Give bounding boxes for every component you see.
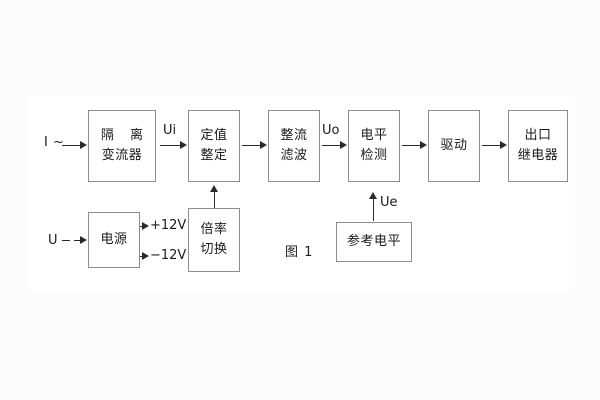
arrowhead-level-to-drive xyxy=(420,141,427,149)
input-current: I ~ xyxy=(44,135,65,150)
wire-ue xyxy=(373,199,374,221)
wire-ui xyxy=(160,145,180,146)
block-label-line: 参考电平 xyxy=(346,233,401,249)
block-label-line: 整定 xyxy=(200,148,228,163)
block-label-line: 定值 xyxy=(200,127,228,143)
signal-ui: Ui xyxy=(163,123,177,138)
block-reference-level: 参考电平 xyxy=(336,222,412,262)
wire-input-voltage xyxy=(74,240,80,241)
block-label-line: 隔 离 xyxy=(100,127,150,143)
input-voltage: U xyxy=(48,233,59,248)
signal-ue: Ue xyxy=(380,195,398,210)
block-isolation-current-transformer: 隔 离变流器 xyxy=(88,110,156,182)
wire-drive-to-relay xyxy=(482,145,500,146)
arrowhead-uo xyxy=(340,141,347,149)
block-label-line: 电平 xyxy=(360,127,388,143)
block-label-line: 出口 xyxy=(524,127,552,143)
wire-setting-to-rectify xyxy=(242,145,260,146)
block-label-line: 继电器 xyxy=(517,148,559,163)
block-multiplier-switch: 倍率切换 xyxy=(188,208,240,272)
block-label-line: 电源 xyxy=(100,231,128,247)
block-rectify-filter: 整流滤波 xyxy=(268,110,320,182)
arrowhead-plus-12v xyxy=(142,222,149,230)
port-minus-12v: −12V xyxy=(150,248,187,263)
arrowhead-multiplier-to-setting xyxy=(210,185,218,192)
block-setting-value: 定值整定 xyxy=(188,110,240,182)
block-label-line: 驱动 xyxy=(440,137,468,153)
arrowhead-minus-12v xyxy=(142,252,149,260)
arrowhead-input-voltage xyxy=(80,236,87,244)
block-label-line: 倍率 xyxy=(200,221,228,237)
block-output-relay: 出口继电器 xyxy=(508,110,568,182)
block-label-line: 整流 xyxy=(280,127,308,143)
wire-multiplier-to-setting xyxy=(214,192,215,208)
arrowhead-input-current xyxy=(80,141,87,149)
block-power-supply: 电源 xyxy=(88,212,140,268)
block-drive: 驱动 xyxy=(428,110,480,182)
wire-uo xyxy=(322,145,340,146)
wire-level-to-drive xyxy=(402,145,420,146)
block-label-line: 变流器 xyxy=(101,148,143,163)
signal-uo: Uo xyxy=(322,123,340,138)
arrowhead-setting-to-rectify xyxy=(260,141,267,149)
arrowhead-ui xyxy=(180,141,187,149)
wire-input-current xyxy=(62,145,80,146)
arrowhead-drive-to-relay xyxy=(500,141,507,149)
port-plus-12v: +12V xyxy=(150,218,187,233)
wire-input-voltage-dash xyxy=(62,240,70,241)
block-level-detection: 电平检测 xyxy=(348,110,400,182)
arrowhead-ue xyxy=(369,192,377,199)
block-label-line: 滤波 xyxy=(280,148,308,163)
figure-caption: 图 1 xyxy=(285,245,314,260)
block-label-line: 切换 xyxy=(200,242,228,257)
block-label-line: 检测 xyxy=(360,148,388,163)
